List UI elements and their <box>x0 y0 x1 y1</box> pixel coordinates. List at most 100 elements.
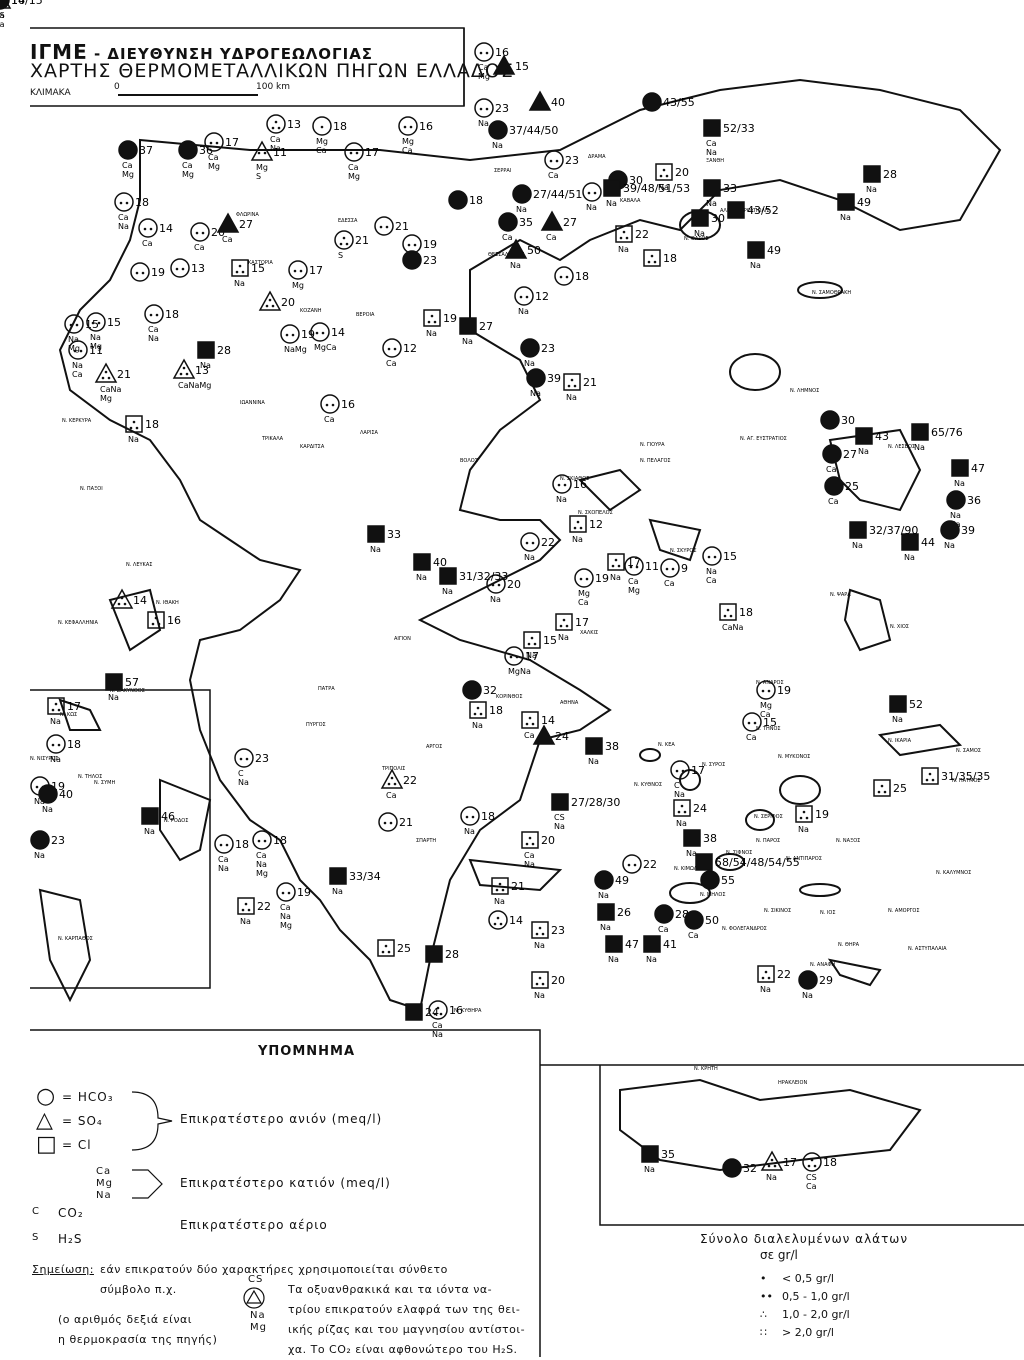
spring-temperature: 12 <box>403 342 417 355</box>
spring-temperature: 38 <box>703 832 717 845</box>
salt-dot-icon <box>209 141 213 145</box>
islands <box>38 210 963 1172</box>
spring-ion: Na <box>686 849 697 858</box>
spring-temperature: 18 <box>235 838 249 851</box>
circle-symbol-icon <box>552 474 572 494</box>
triangle-symbol-icon <box>504 238 528 259</box>
salt-dot-icon <box>430 314 434 318</box>
spring-ion: Na <box>462 337 473 346</box>
triangle-symbol-icon <box>110 588 134 609</box>
scale-zero: 0 <box>114 82 120 92</box>
place-label: Ν. ΚΕΦΑΛΛΗΝΙΑ <box>58 620 99 626</box>
square-symbol-icon <box>551 793 569 811</box>
circle-symbol-icon <box>204 132 224 152</box>
spring-temperature: 15 <box>543 634 557 647</box>
circle-symbol-icon <box>520 532 540 552</box>
salt-dot-icon <box>247 908 251 912</box>
spring-temperature: 31/32/33 <box>459 570 508 583</box>
place-label: Ν. ΛΗΜΝΟΣ <box>790 388 819 394</box>
salt-dot-icon <box>54 702 58 706</box>
spring-ion: CaNaMg <box>178 381 211 390</box>
salt-row-1: •< 0,5 gr/l <box>760 1272 834 1285</box>
square-symbol-icon <box>605 935 623 953</box>
spring-temperature: 21 <box>583 376 597 389</box>
spring-ion: Mg <box>578 589 590 598</box>
square-symbol-icon <box>911 423 929 441</box>
spring-temperature: 25 <box>845 480 859 493</box>
place-label: ΤΡΙΚΑΛΑ <box>261 436 284 442</box>
spring-ion: Ca <box>218 855 229 864</box>
spring-marker: 14 <box>110 588 147 609</box>
circle-symbol-icon <box>280 324 300 344</box>
circle-symbol-icon <box>86 312 106 332</box>
circle-symbol-icon <box>344 142 364 162</box>
salt-dot-icon <box>501 888 505 892</box>
circle-symbol-icon <box>382 338 402 358</box>
spring-temperature: 40 <box>433 556 447 569</box>
spring-temperature: 31/35/35 <box>941 770 990 783</box>
square-symbol-icon <box>607 553 625 571</box>
circle-symbol-icon <box>946 490 966 510</box>
spring-temperature: 23 <box>565 154 579 167</box>
spring-ion: Na <box>914 443 925 452</box>
spring-ion: Na <box>866 185 877 194</box>
spring-temperature: 36 <box>967 494 981 507</box>
spring-ion: Na <box>234 279 245 288</box>
spring-temperature: 47 <box>971 462 985 475</box>
spring-ion: Mg <box>348 172 360 181</box>
salt-dot-icon <box>579 577 583 581</box>
square-symbol-icon <box>873 779 891 797</box>
square-symbol-icon <box>643 935 661 953</box>
spring-temperature: 21 <box>355 234 369 247</box>
salt-dot-icon <box>531 842 535 846</box>
spring-temperature: 23 <box>495 102 509 115</box>
spring-temperature: 17 <box>365 146 379 159</box>
triangle-symbol-icon <box>540 210 564 231</box>
spring-temperature: 11 <box>89 344 103 357</box>
spring-ion: Na <box>676 819 687 828</box>
scale-bar <box>118 94 258 96</box>
spring-ion: Na <box>646 955 657 964</box>
spring-temperature: 15 <box>515 60 529 73</box>
spring-temperature: 14 <box>133 594 147 607</box>
spring-ion: Ca <box>746 733 757 742</box>
spring-temperature: 43/52 <box>747 204 779 217</box>
place-label: ΙΩΑΝΝΙΝΑ <box>240 400 265 406</box>
circle-symbol-icon <box>30 830 50 850</box>
salt-dot-icon <box>525 842 529 846</box>
salt-dot-icon <box>883 790 887 794</box>
salt-dot-icon <box>315 331 319 335</box>
salt-dot-icon <box>179 372 183 376</box>
spring-temperature: 14 <box>541 714 555 727</box>
salt-row-4: ∷> 2,0 gr/l <box>760 1326 834 1339</box>
place-label: Ν. ΑΜΟΡΓΟΣ <box>888 908 919 914</box>
circle-symbol-icon <box>266 114 286 134</box>
spring-ion: Ca <box>142 239 153 248</box>
circle-symbol-icon <box>526 368 546 388</box>
spring-ion: Na <box>760 985 771 994</box>
spring-temperature: 50 <box>527 244 541 257</box>
three-dots-icon: ∴ <box>760 1308 767 1321</box>
salt-dot-icon <box>530 636 534 640</box>
spring-ion: Mg <box>478 72 490 81</box>
salt-dot-icon <box>531 722 535 726</box>
spring-ion: Mg <box>182 170 194 179</box>
place-label: ΕΔΕΣΣΑ <box>338 218 358 224</box>
place-label: ΦΛΩΡΙΝΑ <box>236 212 259 218</box>
spring-temperature: 27 <box>479 320 493 333</box>
square-symbol-icon <box>531 921 549 939</box>
salt-dot-icon <box>555 159 559 163</box>
salt-dot-icon <box>541 982 545 986</box>
